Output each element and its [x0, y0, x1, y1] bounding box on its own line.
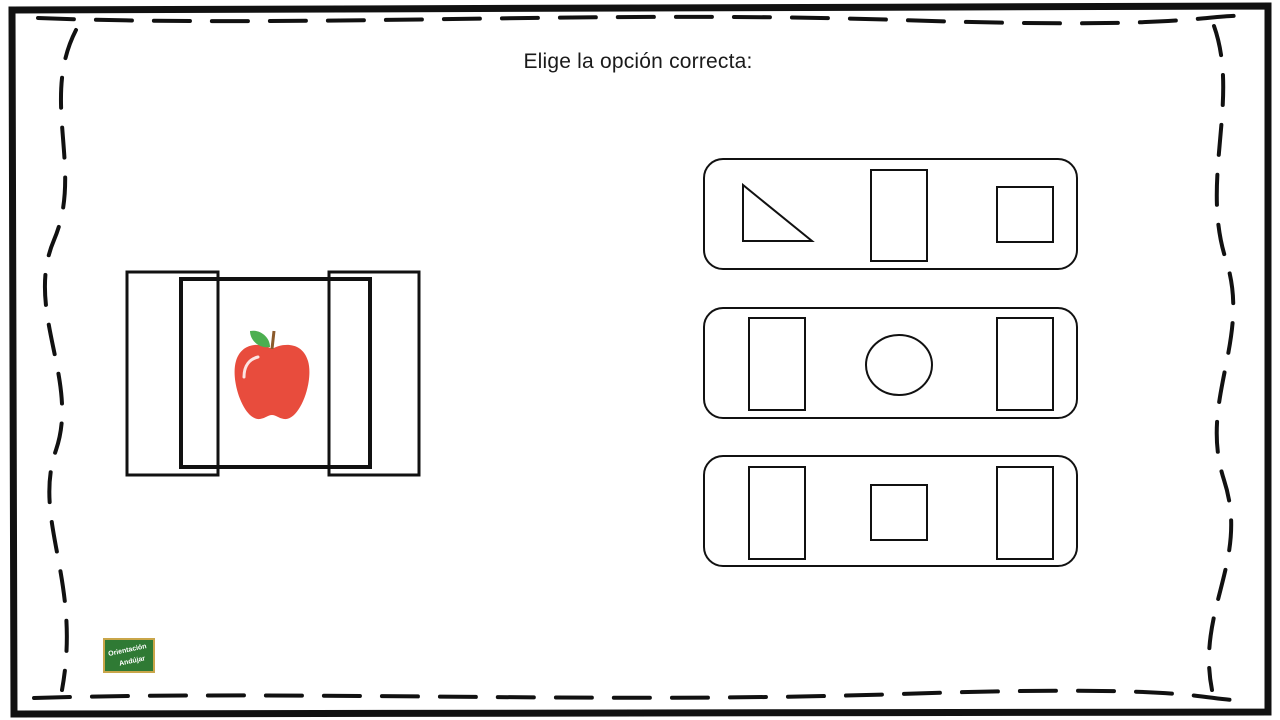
rectangle-shape: [996, 317, 1054, 411]
rectangle-shape: [996, 466, 1054, 560]
rectangle-shape: [748, 317, 806, 411]
rectangle-shape: [870, 169, 928, 262]
apple-icon: [234, 330, 310, 420]
left-outer-rectangle: [125, 270, 220, 477]
stimulus-figure: [125, 270, 421, 477]
option-card-1[interactable]: [703, 158, 1078, 270]
orientacion-andujar-logo: Orientación Andújar: [103, 638, 155, 673]
center-frame: [179, 277, 372, 469]
instruction-title: Elige la opción correcta:: [523, 50, 753, 73]
right-outer-rectangle: [327, 270, 421, 477]
square-shape: [870, 484, 928, 541]
rectangle-shape: [748, 466, 806, 560]
logo-line-2: Andújar: [118, 655, 146, 668]
square-shape: [996, 186, 1054, 243]
triangle-shape: [742, 182, 815, 242]
circle-shape: [865, 334, 933, 396]
option-card-2[interactable]: [703, 307, 1078, 419]
option-card-3[interactable]: [703, 455, 1078, 567]
